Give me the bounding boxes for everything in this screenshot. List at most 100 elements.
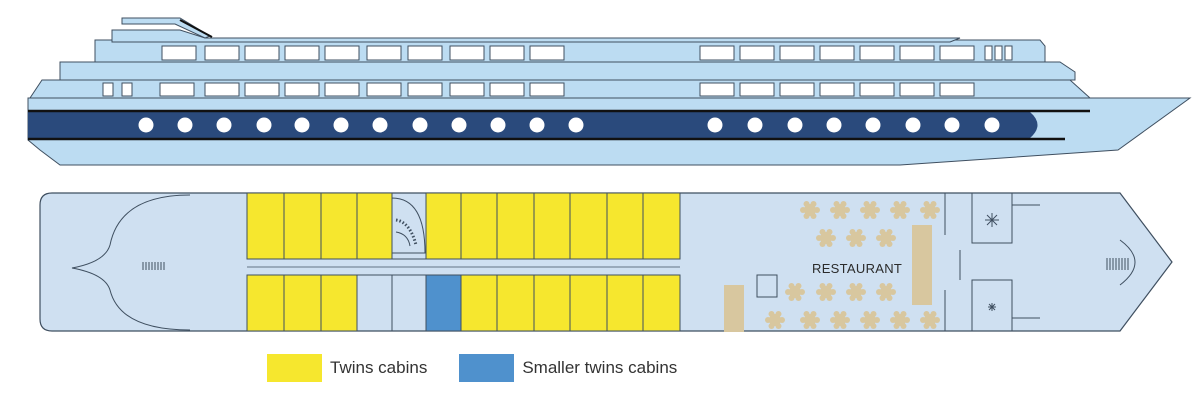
porthole [944, 117, 960, 133]
window [1004, 45, 1013, 61]
window [939, 45, 975, 61]
round-table [876, 282, 896, 302]
restaurant-label: RESTAURANT [812, 261, 902, 276]
restaurant-tables [765, 200, 940, 330]
table-top [820, 232, 832, 244]
round-table [765, 310, 785, 330]
window [366, 45, 402, 61]
round-table [830, 310, 850, 330]
round-table [890, 200, 910, 220]
window [819, 45, 855, 61]
porthole [372, 117, 388, 133]
window [204, 82, 240, 97]
round-table [846, 228, 866, 248]
window [489, 45, 525, 61]
cabin [320, 192, 358, 260]
porthole [984, 117, 1000, 133]
cabin [356, 192, 393, 260]
porthole [865, 117, 881, 133]
porthole [707, 117, 723, 133]
table-top [789, 286, 801, 298]
windows-upper-deck [161, 45, 1013, 61]
porthole [490, 117, 506, 133]
round-table [830, 200, 850, 220]
porthole [412, 117, 428, 133]
window [449, 82, 485, 97]
cabin [246, 274, 285, 332]
window [284, 45, 320, 61]
round-table [860, 200, 880, 220]
snowflake-icon [985, 213, 999, 227]
window [366, 82, 402, 97]
window [939, 82, 975, 97]
cabin [496, 192, 535, 260]
mast [121, 17, 212, 39]
ship-side-view [27, 17, 1192, 166]
window [819, 82, 855, 97]
cabin [320, 274, 358, 332]
cabin [606, 192, 644, 260]
porthole [787, 117, 803, 133]
legend: Twins cabins Smaller twins cabins [267, 354, 709, 382]
table-top [864, 314, 876, 326]
porthole [216, 117, 232, 133]
legend-item-smaller-twin-cabins: Smaller twins cabins [459, 354, 677, 382]
legend-item-twin-cabins: Twins cabins [267, 354, 427, 382]
porthole [747, 117, 763, 133]
cabin [606, 274, 644, 332]
table-top [834, 204, 846, 216]
window [859, 82, 895, 97]
window [449, 45, 485, 61]
legend-swatch-smaller-twin [459, 354, 515, 382]
round-table [920, 200, 940, 220]
windows-middle-deck [102, 82, 975, 97]
window [739, 45, 775, 61]
window [324, 82, 360, 97]
round-table [860, 310, 880, 330]
porthole [294, 117, 310, 133]
window [699, 45, 735, 61]
middle-superstructure [59, 61, 1076, 81]
long-table [912, 225, 932, 305]
cabin [642, 192, 681, 260]
round-table [890, 310, 910, 330]
cabin [283, 274, 322, 332]
cabin [460, 274, 498, 332]
round-table [846, 282, 866, 302]
window [529, 82, 565, 97]
window [324, 45, 360, 61]
stern-curve [71, 194, 191, 331]
window [244, 82, 280, 97]
table-top [820, 286, 832, 298]
cabin [569, 274, 608, 332]
cabin [425, 192, 462, 260]
asterisk-icon [988, 303, 996, 311]
table-top [769, 314, 781, 326]
window [984, 45, 993, 61]
porthole [333, 117, 349, 133]
table-top [804, 204, 816, 216]
deck-plan: RESTAURANT [39, 192, 1173, 332]
window [204, 45, 240, 61]
round-table [920, 310, 940, 330]
window [161, 45, 197, 61]
table-top [834, 314, 846, 326]
long-table [724, 285, 744, 332]
window [739, 82, 775, 97]
window [407, 45, 443, 61]
cabin [496, 274, 535, 332]
round-table [876, 228, 896, 248]
window [859, 45, 895, 61]
round-table [816, 282, 836, 302]
table-top [924, 314, 936, 326]
cabin [283, 192, 322, 260]
porthole [568, 117, 584, 133]
porthole [138, 117, 154, 133]
round-table [816, 228, 836, 248]
cabin [569, 192, 608, 260]
window [779, 45, 815, 61]
window [899, 82, 935, 97]
window [284, 82, 320, 97]
cabin [246, 192, 285, 260]
window [779, 82, 815, 97]
